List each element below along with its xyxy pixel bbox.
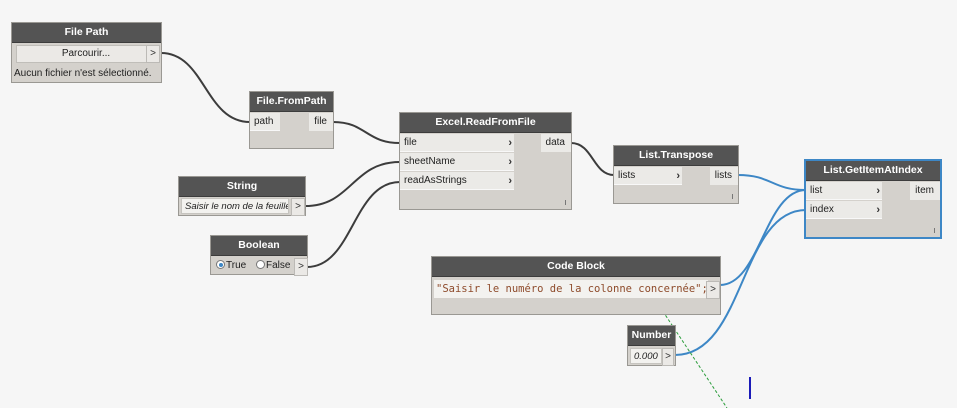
- wire-boolean-to-readasstrings[interactable]: [306, 181, 401, 268]
- output-port-file[interactable]: file: [309, 113, 333, 131]
- output-port-icon[interactable]: >: [706, 281, 720, 299]
- port-label: list: [810, 185, 823, 196]
- wire-transpose-to-getitem-list[interactable]: [737, 174, 807, 191]
- port-label: sheetName: [404, 156, 456, 167]
- output-port-icon[interactable]: >: [291, 198, 305, 216]
- node-body: lists › lists: [614, 166, 738, 203]
- node-title: Boolean: [211, 236, 307, 256]
- input-port-readasstrings[interactable]: readAsStrings ›: [400, 172, 514, 190]
- node-body: "Saisir le numéro de la colonne concerné…: [432, 277, 720, 314]
- output-port-item[interactable]: item: [910, 182, 940, 200]
- port-label: file: [404, 137, 417, 148]
- node-title: Number: [628, 326, 675, 346]
- radio-true-label: True: [226, 260, 247, 271]
- radio-button-icon: [216, 260, 225, 269]
- node-title: List.Transpose: [614, 146, 738, 166]
- port-label: item: [915, 185, 934, 196]
- wire-codeblock-to-getitem-list[interactable]: [719, 189, 807, 286]
- chevron-right-icon: ›: [876, 204, 880, 216]
- code-editor[interactable]: "Saisir le numéro de la colonne concerné…: [434, 280, 708, 298]
- output-port-data[interactable]: data: [540, 134, 571, 152]
- resize-handle[interactable]: [732, 194, 733, 199]
- node-list-transpose[interactable]: List.Transpose lists › lists: [614, 146, 738, 203]
- output-port-icon[interactable]: >: [294, 258, 308, 276]
- port-label: file: [314, 116, 327, 127]
- wire-string-to-sheetname[interactable]: [304, 161, 401, 207]
- node-title: File.FromPath: [250, 92, 333, 112]
- chevron-right-icon: ›: [876, 185, 880, 197]
- input-port-lists[interactable]: lists ›: [614, 167, 682, 185]
- browse-button[interactable]: Parcourir...: [16, 45, 156, 63]
- port-label: lists: [618, 170, 636, 181]
- node-title: List.GetItemAtIndex: [806, 161, 940, 181]
- wire-filepath-to-frompath[interactable]: [160, 52, 251, 123]
- input-port-list[interactable]: list ›: [806, 182, 882, 200]
- input-port-index[interactable]: index ›: [806, 201, 882, 219]
- chevron-right-icon: ›: [676, 170, 680, 182]
- input-port-path[interactable]: path: [250, 113, 280, 131]
- port-label: data: [545, 137, 565, 148]
- node-file-from-path[interactable]: File.FromPath path file: [250, 92, 333, 148]
- node-body: list › index › item: [806, 181, 940, 237]
- input-port-file[interactable]: file ›: [400, 134, 514, 152]
- node-body: Saisir le nom de la feuille >: [179, 197, 305, 216]
- node-title: String: [179, 177, 305, 197]
- node-file-path[interactable]: File Path Parcourir... > Aucun fichier n…: [12, 23, 161, 82]
- wire-excel-to-transpose[interactable]: [570, 142, 615, 176]
- node-title: File Path: [12, 23, 161, 43]
- node-code-block[interactable]: Code Block "Saisir le numéro de la colon…: [432, 257, 720, 314]
- node-list-get-item-at-index[interactable]: List.GetItemAtIndex list › index › item: [806, 161, 940, 237]
- node-body: path file: [250, 112, 333, 148]
- wire-frompath-to-excel-file[interactable]: [332, 121, 401, 144]
- node-number[interactable]: Number 0.000 >: [628, 326, 675, 366]
- resize-handle[interactable]: [565, 200, 566, 205]
- chevron-right-icon: ›: [508, 137, 512, 149]
- chevron-right-icon: ›: [508, 156, 512, 168]
- node-boolean[interactable]: Boolean True False >: [211, 236, 308, 276]
- text-cursor: [749, 377, 751, 399]
- resize-handle[interactable]: [934, 228, 935, 233]
- port-label: index: [810, 204, 834, 215]
- node-string[interactable]: String Saisir le nom de la feuille >: [179, 177, 305, 216]
- node-body: True False >: [211, 256, 308, 276]
- output-port-lists[interactable]: lists: [709, 167, 738, 185]
- node-title: Excel.ReadFromFile: [400, 113, 571, 133]
- port-label: path: [254, 116, 274, 127]
- radio-true[interactable]: True: [216, 258, 246, 274]
- radio-false-label: False: [266, 260, 291, 271]
- node-body: 0.000 >: [628, 346, 675, 366]
- number-input[interactable]: 0.000: [630, 348, 662, 364]
- radio-false[interactable]: False: [256, 258, 290, 274]
- string-input[interactable]: Saisir le nom de la feuille: [181, 198, 289, 214]
- input-port-sheetname[interactable]: sheetName ›: [400, 153, 514, 171]
- output-port-icon[interactable]: >: [146, 45, 160, 63]
- file-status-text: Aucun fichier n'est sélectionné.: [14, 68, 152, 79]
- node-body: Parcourir... > Aucun fichier n'est sélec…: [12, 43, 161, 82]
- chevron-right-icon: ›: [508, 175, 512, 187]
- code-string-literal: "Saisir le numéro de la colonne concerné…: [436, 283, 708, 295]
- node-title: Code Block: [432, 257, 720, 277]
- port-label: readAsStrings: [404, 175, 467, 186]
- radio-button-icon: [256, 260, 265, 269]
- node-excel-read-from-file[interactable]: Excel.ReadFromFile file › sheetName › re…: [400, 113, 571, 209]
- node-body: file › sheetName › readAsStrings › data: [400, 133, 571, 209]
- output-port-icon[interactable]: >: [662, 348, 674, 366]
- port-label: lists: [714, 170, 732, 181]
